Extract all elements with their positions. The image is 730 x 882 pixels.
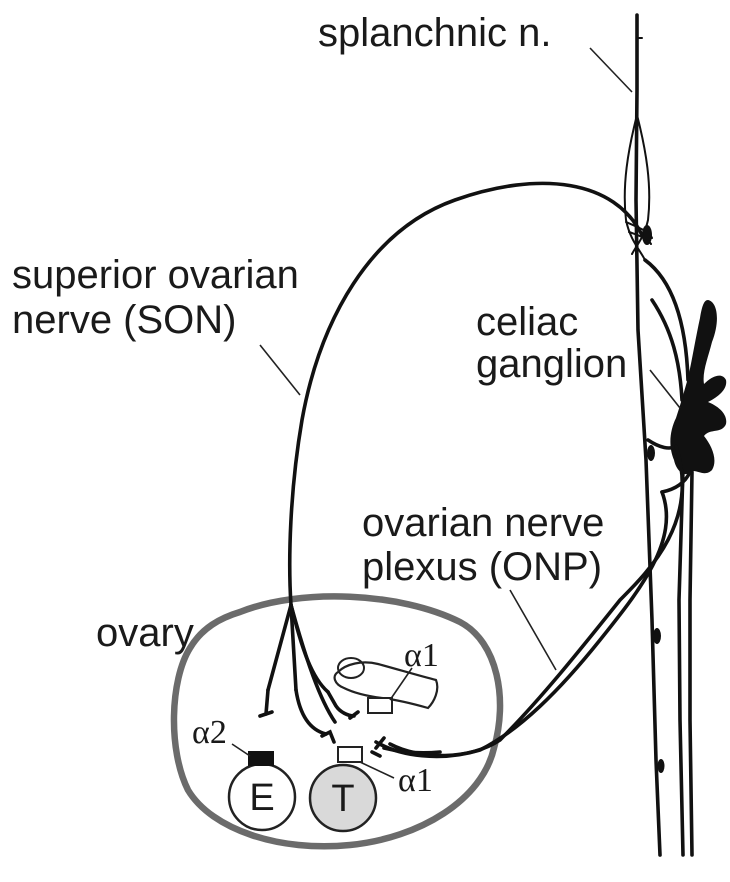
alpha1-receptor-theca: [338, 747, 362, 762]
cell-t-label: T: [331, 778, 354, 820]
ovarian-nerve-plexus: [372, 446, 682, 756]
ovary-label: ovary: [96, 611, 194, 655]
postganglionic-fibers: [679, 470, 692, 855]
onp-label-line2: plexus (ONP): [362, 545, 602, 589]
alpha1-theca-label: α1: [398, 762, 433, 799]
alpha2-receptor: [248, 751, 274, 766]
splanchnic-nerve: [625, 15, 665, 855]
alpha1-vessel-label: α1: [404, 637, 439, 674]
cell-e: E: [229, 751, 295, 830]
cell-t: T: [310, 747, 376, 831]
celiac-ganglion: [645, 260, 726, 492]
onp-label-line1: ovarian nerve: [362, 501, 604, 545]
cell-e-label: E: [249, 777, 274, 819]
son-label-line1: superior ovarian: [12, 253, 299, 297]
celiac-label-line1: celiac: [476, 300, 578, 344]
celiac-label-line2: ganglion: [476, 342, 627, 386]
son-label-line2: nerve (SON): [12, 298, 237, 342]
splanchnic-label: splanchnic n.: [318, 11, 551, 55]
alpha1-receptor-vessel: [368, 698, 392, 713]
leader-lines: [232, 48, 680, 778]
alpha2-label: α2: [192, 714, 227, 751]
